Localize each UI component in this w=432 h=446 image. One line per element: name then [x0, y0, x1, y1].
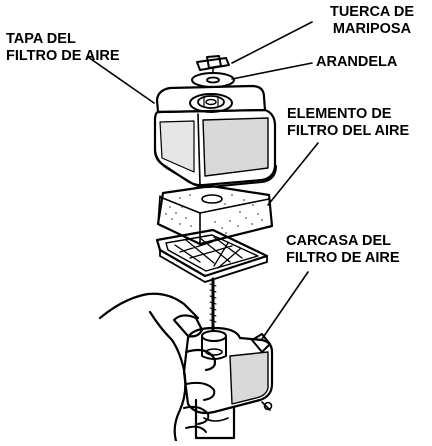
- leader-lines: [87, 21, 319, 340]
- label-tapa-line2: FILTRO DE AIRE: [6, 48, 120, 64]
- leader-tapa: [87, 56, 155, 104]
- label-elemento-line1: ELEMENTO DE: [287, 106, 392, 122]
- label-arandela: ARANDELA: [316, 54, 397, 71]
- leader-carcasa: [261, 271, 309, 340]
- filter-element-part: [156, 184, 274, 246]
- leader-arandela: [231, 62, 313, 80]
- label-carcasa: CARCASA DEL FILTRO DE AIRE: [286, 233, 400, 267]
- label-elemento: ELEMENTO DE FILTRO DEL AIRE: [287, 106, 409, 140]
- leader-tuerca: [231, 21, 313, 64]
- housing-part: [182, 326, 274, 440]
- label-tuerca: TUERCA DE MARIPOSA: [313, 4, 431, 38]
- label-tuerca-line2: MARIPOSA: [332, 21, 412, 37]
- wing-nut-part: [196, 55, 230, 74]
- bolt-part: [209, 277, 217, 332]
- label-tapa: TAPA DEL FILTRO DE AIRE: [6, 31, 120, 65]
- element-base-part: [155, 228, 269, 283]
- label-carcasa-line2: FILTRO DE AIRE: [286, 250, 400, 266]
- cover-part: [153, 84, 277, 189]
- leader-elemento: [267, 142, 319, 206]
- label-elemento-line2: FILTRO DEL AIRE: [287, 123, 410, 139]
- washer-part: [191, 72, 235, 88]
- label-arandela-line1: ARANDELA: [316, 54, 398, 70]
- label-tuerca-line1: TUERCA DE: [329, 4, 415, 20]
- hand-outline: [98, 292, 217, 443]
- label-carcasa-line1: CARCASA DEL: [286, 233, 391, 249]
- label-tapa-line1: TAPA DEL: [6, 31, 76, 47]
